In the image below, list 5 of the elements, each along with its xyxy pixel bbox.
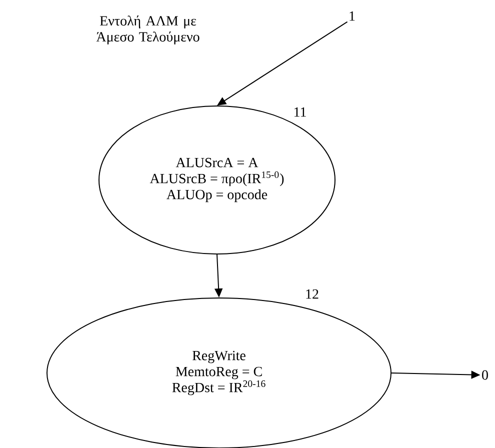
- state-label: 1: [350, 11, 355, 21]
- state-label: 0: [482, 370, 488, 380]
- state-number: 12: [306, 289, 318, 299]
- state-number: 11: [294, 107, 306, 117]
- edge-label: Εντολή ΑΛΜ με Άμεσο Τελούμενο: [91, 14, 205, 46]
